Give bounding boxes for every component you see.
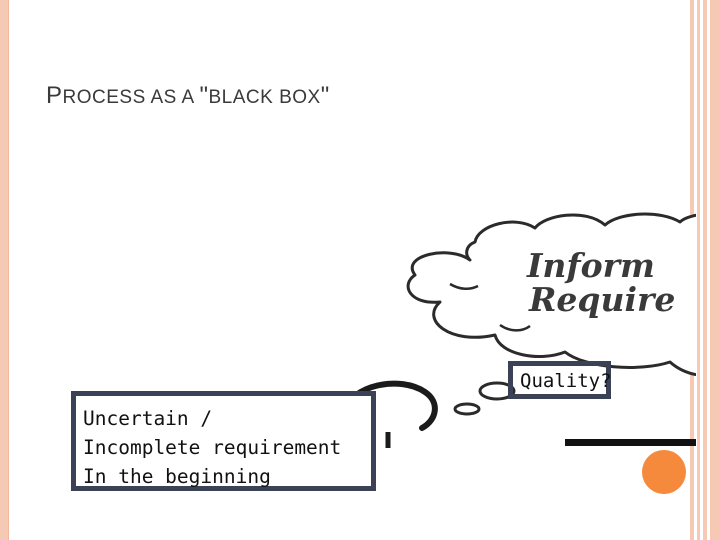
- title-part: P: [46, 82, 63, 109]
- title-part: BLACK BOX: [208, 87, 321, 108]
- border-stripe: [710, 0, 720, 540]
- orange-circle: [642, 450, 686, 494]
- requirement-callout: Uncertain / Incomplete requirement In th…: [71, 391, 376, 491]
- thought-bubble: [478, 381, 516, 401]
- cloud-text-line1: Inform: [526, 246, 655, 285]
- left-decorative-border: [0, 0, 9, 540]
- thought-cloud: [406, 212, 696, 377]
- requirement-line: Incomplete requirement: [83, 436, 342, 459]
- black-bar: [565, 439, 696, 446]
- slide-title: PROCESS AS A "BLACK BOX": [46, 74, 330, 111]
- cloud-text-line2: Require: [528, 280, 675, 319]
- title-part: ": [320, 82, 330, 109]
- title-part: ": [199, 82, 209, 109]
- border-stripe: [703, 0, 707, 540]
- thought-bubble: [453, 402, 481, 416]
- quality-callout: Quality?: [508, 361, 612, 399]
- requirement-line: In the beginning: [83, 465, 271, 488]
- border-stripe: [697, 0, 700, 540]
- title-part: ROCESS AS A: [62, 87, 200, 108]
- requirement-line: Uncertain /: [83, 407, 213, 430]
